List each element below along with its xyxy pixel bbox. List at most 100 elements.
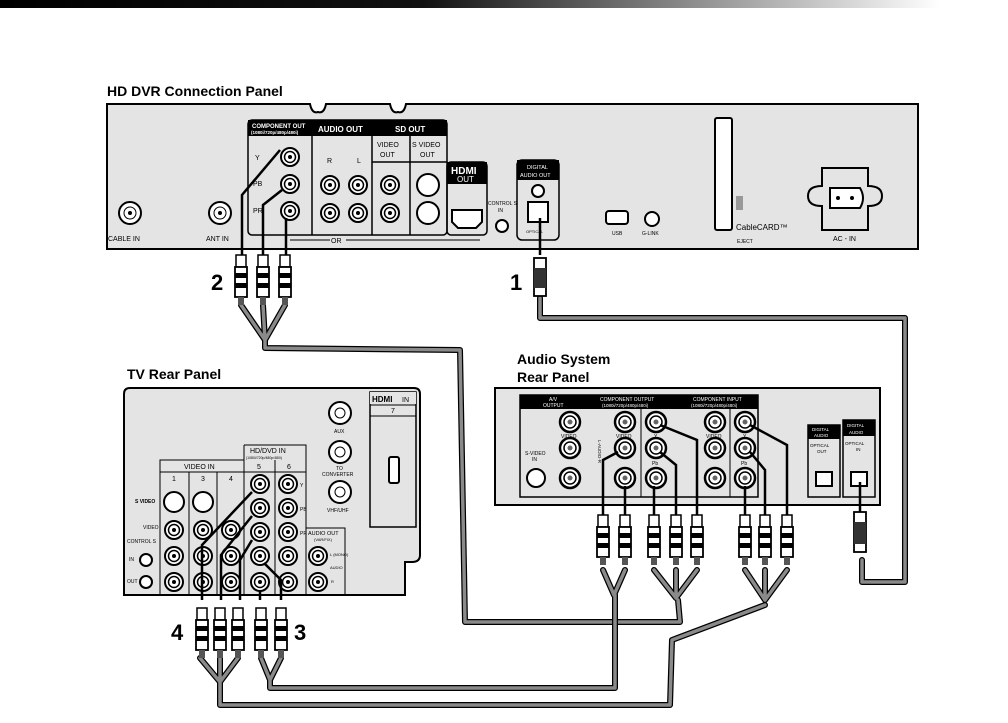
tv-audio-out-r-jack[interactable] xyxy=(308,572,328,592)
audio-out-l-jack[interactable] xyxy=(348,175,368,195)
svideo-out-label: S VIDEO xyxy=(412,142,441,149)
tv-control-s-out-jack[interactable] xyxy=(139,575,153,589)
tv-audio-r-1-jack[interactable] xyxy=(164,572,184,592)
tv-audio-r-4-jack[interactable] xyxy=(221,572,241,592)
tv-hd5-pr-jack[interactable] xyxy=(250,522,270,542)
tv-hd5-audio-r-jack[interactable] xyxy=(250,572,270,592)
tv-hd6-pr-jack[interactable] xyxy=(278,522,298,542)
component-output-label: COMPONENT OUTPUT xyxy=(600,397,654,403)
comp-in-audio-l-jack[interactable] xyxy=(703,436,727,460)
cablecard-logo-icon xyxy=(736,196,743,210)
tv-vhf-uhf-jack[interactable] xyxy=(328,480,352,504)
av-output-label: A/V xyxy=(549,397,558,403)
comp-in-pr-jack[interactable] xyxy=(733,466,757,490)
audio-out-r-jack[interactable] xyxy=(320,175,340,195)
header-bar xyxy=(0,0,940,8)
av-audio-l-jack[interactable] xyxy=(558,436,582,460)
plug-comp-out-pb xyxy=(669,514,683,566)
tv-audio-l-1-jack[interactable] xyxy=(164,546,184,566)
digital-audio-in-label-2: AUDIO xyxy=(849,430,864,435)
video-out-label-2: OUT xyxy=(380,152,396,159)
tv-control-s-label: CONTROL S xyxy=(127,539,157,545)
tv-hd6-pb-jack[interactable] xyxy=(278,498,298,518)
ac-in-label: AC - IN xyxy=(833,236,856,243)
digital-audio-out-label: DIGITAL xyxy=(527,165,548,171)
comp-in-video-jack[interactable] xyxy=(703,410,727,434)
plug-4-pb xyxy=(213,607,227,659)
optical-out-label-2: OUT xyxy=(817,449,827,454)
tv-y-label: Y xyxy=(300,483,304,489)
tv-arrows xyxy=(200,491,283,600)
component-pr-jack[interactable] xyxy=(280,201,300,221)
tv-aux-jack[interactable] xyxy=(328,401,352,425)
cable-in-label: CABLE IN xyxy=(108,236,140,243)
tv-hd6-audio-l-jack[interactable] xyxy=(278,546,298,566)
video-out-jack[interactable] xyxy=(380,175,400,195)
tv-video-label: VIDEO xyxy=(143,525,159,531)
component-y-jack[interactable] xyxy=(280,147,300,167)
ac-in-socket[interactable] xyxy=(829,187,864,209)
control-s-in-label: IN xyxy=(498,208,503,214)
svideo-out-jack[interactable] xyxy=(416,173,440,197)
component-out-res: (1080i/720p/480p/480i) xyxy=(251,130,299,135)
usb-port[interactable] xyxy=(605,210,629,225)
tv-audio-out-l-jack[interactable] xyxy=(308,546,328,566)
tv-hd5-y-jack[interactable] xyxy=(250,474,270,494)
comp-out-pr-jack[interactable] xyxy=(644,466,668,490)
component-pr-label: PR xyxy=(253,208,263,215)
audio-out-r2-jack[interactable] xyxy=(320,203,340,223)
cable-in-jack[interactable] xyxy=(118,201,142,225)
cablecard-slot[interactable] xyxy=(714,117,733,231)
cablecard-label: CableCARD™ xyxy=(736,223,788,232)
control-s-jack[interactable] xyxy=(495,219,509,233)
callout-2: 2 xyxy=(211,270,223,295)
tv-converter-label: CONVERTER xyxy=(322,472,354,478)
dvr-panel-title: HD DVR Connection Panel xyxy=(107,83,283,99)
comp-out-audio-r-jack[interactable] xyxy=(613,466,637,490)
audio-out-l2-jack[interactable] xyxy=(348,203,368,223)
tv-to-label: TO xyxy=(336,466,343,472)
component-out-label: COMPONENT OUT xyxy=(252,124,306,130)
ant-in-jack[interactable] xyxy=(208,201,232,225)
tv-input-6-label: 6 xyxy=(287,464,291,471)
tv-control-s-in-jack[interactable] xyxy=(139,553,153,567)
tv-video-in-label: VIDEO IN xyxy=(184,464,215,471)
tv-hd5-audio-l-jack[interactable] xyxy=(250,546,270,566)
comp-in-audio-r-jack[interactable] xyxy=(703,466,727,490)
tv-hdmi-logo: HDMI xyxy=(372,395,392,404)
plug-comp-in-pb xyxy=(758,514,772,566)
av-audio-r-jack[interactable] xyxy=(558,466,582,490)
tv-audio-out-label: AUDIO OUT xyxy=(308,531,339,537)
g-link-jack[interactable] xyxy=(644,211,660,227)
comp-in-y-jack[interactable] xyxy=(733,410,757,434)
audio-system-arrows xyxy=(601,423,862,515)
svideo-in-label: S-VIDEO xyxy=(525,451,546,457)
optical-out-jack[interactable] xyxy=(815,471,833,487)
tv-r-label: R xyxy=(331,579,334,584)
plug-audio-l xyxy=(596,514,610,566)
comp-out-audio-l-jack[interactable] xyxy=(613,436,637,460)
tv-to-converter-jack[interactable] xyxy=(328,440,352,464)
svideo-in-jack[interactable] xyxy=(526,468,546,488)
optical-label: OPTICAL xyxy=(526,229,544,234)
optical-out-port[interactable] xyxy=(527,201,549,223)
video-out2-jack[interactable] xyxy=(380,203,400,223)
plug-4-y xyxy=(195,607,209,659)
optical-in-label: OPTICAL xyxy=(845,441,865,446)
component-input-label: COMPONENT INPUT xyxy=(693,397,742,403)
av-output-label-2: OUTPUT xyxy=(543,403,564,409)
tv-hdmi-port[interactable] xyxy=(388,456,400,484)
tv-svideo-1-jack[interactable] xyxy=(163,491,185,513)
tv-hd6-y-jack[interactable] xyxy=(278,474,298,494)
tv-control-in-label: IN xyxy=(129,557,134,563)
comp-out-video-jack[interactable] xyxy=(613,410,637,434)
av-video-out-jack[interactable] xyxy=(558,410,582,434)
tv-video-1-jack[interactable] xyxy=(164,520,184,540)
component-pb-jack[interactable] xyxy=(280,174,300,194)
tv-svideo-3-jack[interactable] xyxy=(192,491,214,513)
svideo-out2-jack[interactable] xyxy=(416,201,440,225)
tv-hd5-pb-jack[interactable] xyxy=(250,498,270,518)
comp-out-y-jack[interactable] xyxy=(644,410,668,434)
hdmi-out-port[interactable] xyxy=(451,209,483,229)
plug-4-pr xyxy=(231,607,245,659)
